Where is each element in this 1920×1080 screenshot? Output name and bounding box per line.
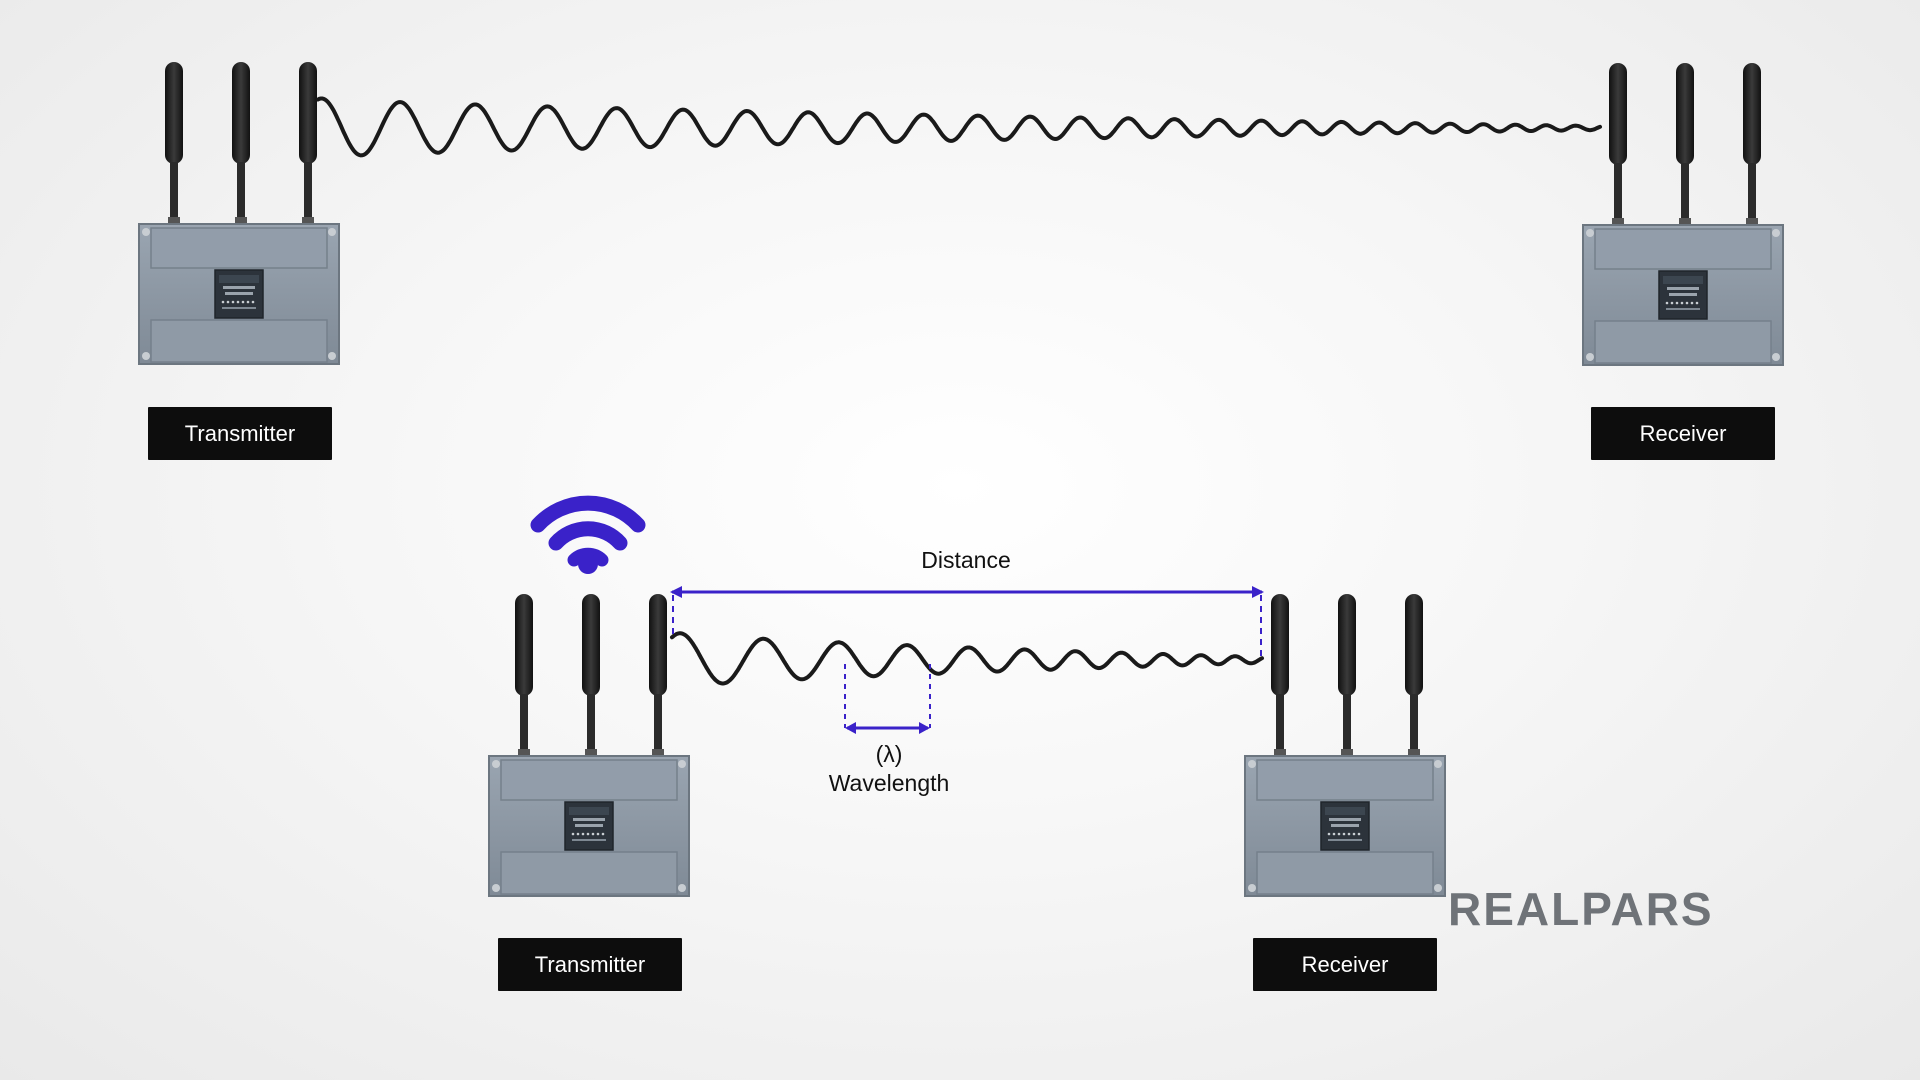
bottom-receiver-label: Receiver [1253, 938, 1437, 991]
realpars-logo: REALPARS [1448, 883, 1714, 935]
distance-dimension [670, 586, 1264, 658]
wavelength-dimension [844, 664, 931, 734]
top-transmitter-label: Transmitter [148, 407, 332, 460]
wavelength-symbol: (λ) [875, 741, 903, 767]
bottom-transmitter-label: Transmitter [498, 938, 682, 991]
top-receiver-label: Receiver [1591, 407, 1775, 460]
top-receiver-device [1582, 62, 1784, 366]
bottom-transmitter-device [488, 593, 690, 897]
wavelength-label: Wavelength [828, 770, 950, 796]
bottom-signal-wave [670, 631, 1264, 686]
distance-label: Distance [921, 547, 1011, 573]
top-signal-wave [316, 96, 1602, 158]
wifi-icon [530, 495, 646, 574]
top-transmitter-device [138, 61, 340, 365]
bottom-receiver-device [1244, 593, 1446, 897]
